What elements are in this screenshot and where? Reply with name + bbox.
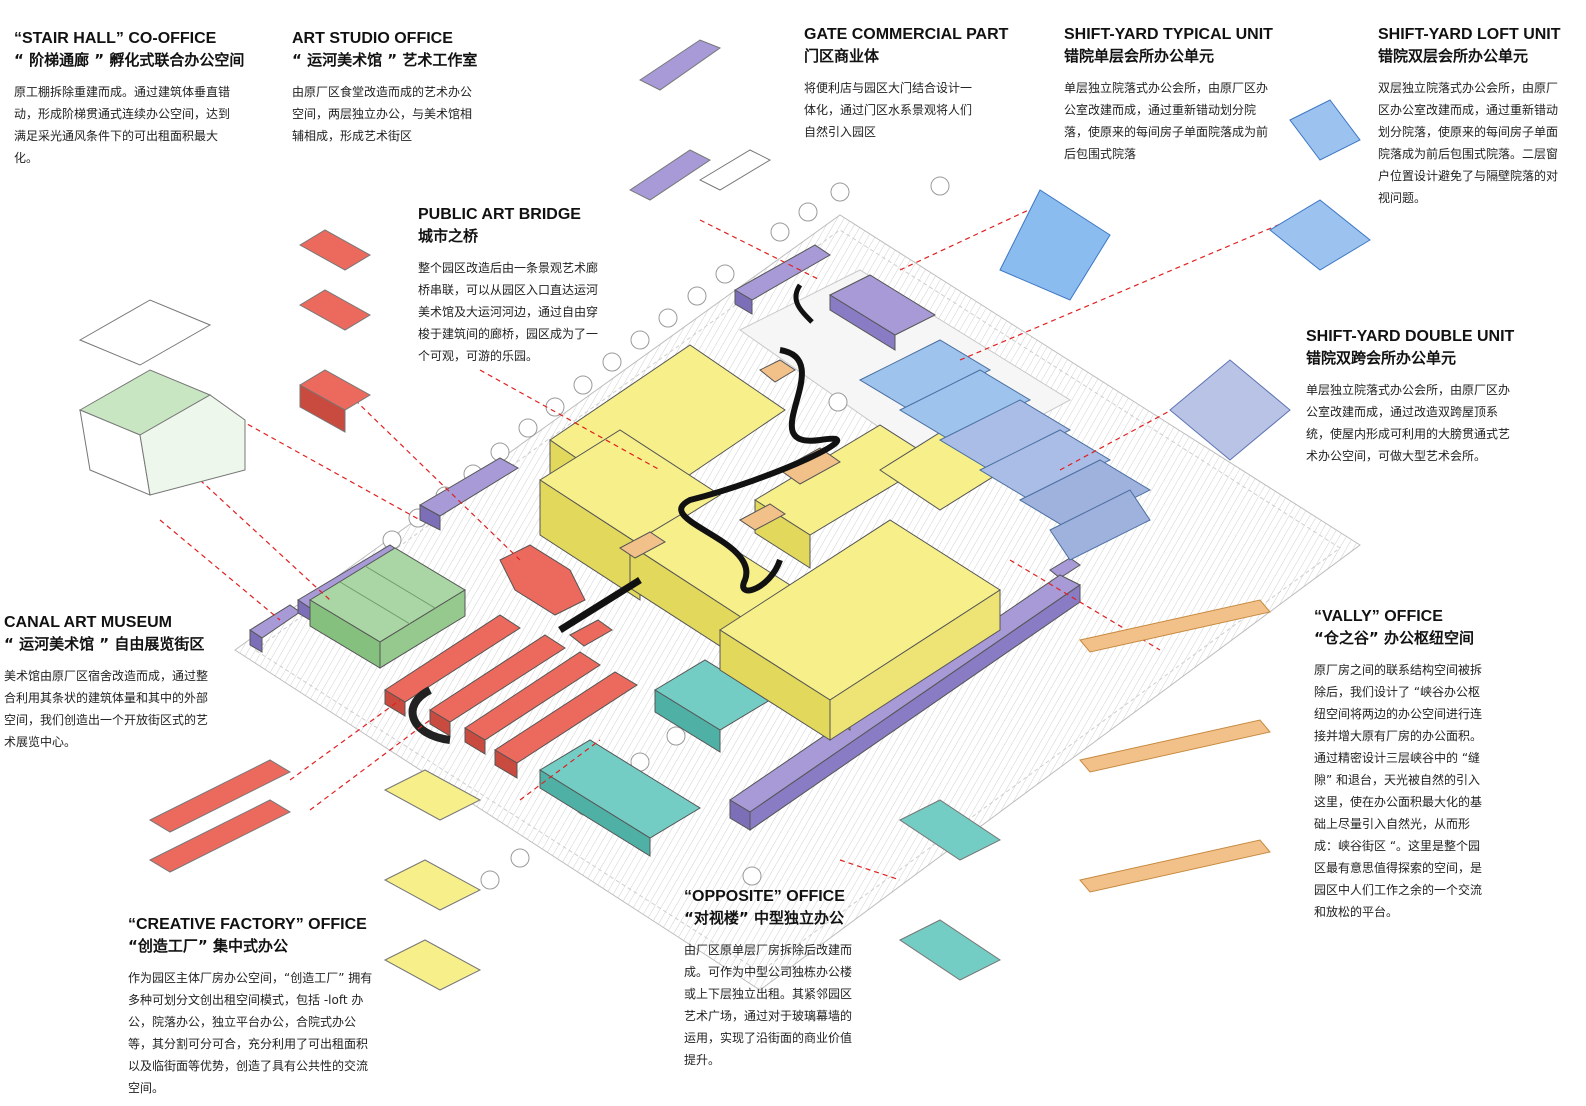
shift-double-desc: 单层独立院落式办公会所，由原厂区办公室改建而成，通过改造双跨屋顶系统，使屋内形成… [1306, 383, 1511, 463]
shift-loft-title-en: SHIFT-YARD LOFT UNIT [1378, 26, 1561, 43]
art-studio-title-en: ART STUDIO OFFICE [292, 30, 453, 47]
label-creative-factory: “CREATIVE FACTORY” OFFICE “创造工厂” 集中式办公 作… [128, 914, 376, 1099]
shift-typical-desc: 单层独立院落式办公会所，由原厂区办公室改建而成，通过重新错动划分院落，使原来的每… [1064, 81, 1269, 161]
art-studio-exploded [299, 229, 371, 433]
stair-hall-exploded [78, 299, 246, 496]
shift-loft-exploded [1269, 99, 1371, 271]
art-studio-desc: 由原厂区食堂改造而成的艺术办公空间，两层独立办公，与美术馆相辅相成，形成艺术街区 [292, 85, 473, 143]
label-stair-hall: “STAIR HALL” CO-OFFICE “ 阶梯通廊 ” 孵化式联合办公空… [14, 28, 245, 169]
public-bridge-desc: 整个园区改造后由一条景观艺术廊桥串联，可以从园区入口直达运河美术馆及大运河河边，… [418, 261, 599, 363]
label-opposite: “OPPOSITE” OFFICE “对视楼” 中型独立办公 由厂区原单层厂房拆… [684, 886, 862, 1071]
gate-exploded [629, 39, 772, 201]
label-vally: “VALLY” OFFICE “仓之谷” 办公枢纽空间 原厂房之间的联系结构空间… [1314, 606, 1488, 923]
creative-factory-title-zh: “创造工厂” 集中式办公 [128, 937, 288, 955]
creative-factory-desc: 作为园区主体厂房办公空间，“创造工厂” 拥有多种可划分文创出租空间模式，包括 -… [128, 971, 373, 1095]
canal-exploded [148, 759, 292, 873]
gate-title-zh: 门区商业体 [804, 47, 880, 65]
canal-museum-title-zh: “ 运河美术馆 ” 自由展览街区 [4, 635, 205, 653]
label-shift-typical: SHIFT-YARD TYPICAL UNIT 错院单层会所办公单元 单层独立院… [1064, 24, 1273, 165]
opposite-exploded [899, 799, 1001, 981]
label-shift-loft: SHIFT-YARD LOFT UNIT 错院双层会所办公单元 双层独立院落式办… [1378, 24, 1568, 209]
shift-double-exploded [1169, 359, 1291, 461]
label-art-studio: ART STUDIO OFFICE “ 运河美术馆 ” 艺术工作室 由原厂区食堂… [292, 28, 482, 147]
opposite-title-en: “OPPOSITE” OFFICE [684, 888, 845, 905]
gate-path [793, 283, 814, 324]
public-bridge-title-en: PUBLIC ART BRIDGE [418, 206, 581, 223]
stair-hall-desc: 原工棚拆除重建而成。通过建筑体垂直错动，形成阶梯贯通式连续办公空间，达到满足采光… [14, 85, 231, 165]
blue-shift-units [858, 339, 1152, 561]
canal-museum-desc: 美术馆由原厂区宿舍改造而成，通过整合利用其条状的建筑体量和其中的外部空间，我们创… [4, 669, 209, 749]
vally-title-en: “VALLY” OFFICE [1314, 608, 1443, 625]
shift-double-title-en: SHIFT-YARD DOUBLE UNIT [1306, 328, 1515, 345]
red-museum-blocks [384, 544, 638, 779]
art-studio-title-zh: “ 运河美术馆 ” 艺术工作室 [292, 51, 478, 69]
shift-loft-desc: 双层独立院落式办公会所，由原厂区办公室改建而成，通过重新错动划分院落，使原来的每… [1378, 81, 1559, 205]
shift-typical-exploded [999, 189, 1111, 301]
gate-desc: 将便利店与园区大门结合设计一体化，通过门区水系景观将人们自然引入园区 [804, 81, 973, 139]
green-museum-block [309, 547, 466, 669]
yellow-factory [539, 344, 1021, 741]
label-public-bridge: PUBLIC ART BRIDGE 城市之桥 整个园区改造后由一条景观艺术廊桥串… [418, 204, 606, 367]
stair-hall-title-zh: “ 阶梯通廊 ” 孵化式联合办公空间 [14, 51, 245, 69]
teal-blocks [539, 659, 771, 857]
leader-lines [159, 199, 1291, 881]
label-canal-museum: CANAL ART MUSEUM “ 运河美术馆 ” 自由展览街区 美术馆由原厂… [4, 612, 214, 753]
vally-exploded [1079, 599, 1271, 893]
creative-factory-title-en: “CREATIVE FACTORY” OFFICE [128, 916, 367, 933]
creative-exploded [383, 769, 482, 991]
opposite-desc: 由厂区原单层厂房拆除后改建而成。可作为中型公司独栋办公楼或上下层独立出租。其紧邻… [684, 943, 853, 1067]
shift-double-title-zh: 错院双跨会所办公单元 [1306, 349, 1457, 367]
vally-desc: 原厂房之间的联系结构空间被拆除后，我们设计了 “峡谷办公枢纽空间将两边的办公空间… [1314, 663, 1483, 919]
opposite-title-zh: “对视楼” 中型独立办公 [684, 909, 844, 927]
canal-museum-title-en: CANAL ART MUSEUM [4, 614, 172, 631]
label-gate: GATE COMMERCIAL PART 门区商业体 将便利店与园区大门结合设计… [804, 24, 1009, 143]
label-shift-double: SHIFT-YARD DOUBLE UNIT 错院双跨会所办公单元 单层独立院落… [1306, 326, 1515, 467]
stair-hall-title-en: “STAIR HALL” CO-OFFICE [14, 30, 217, 47]
art-bridge-path [558, 577, 642, 633]
landscape-path [678, 347, 840, 594]
shift-typical-title-zh: 错院单层会所办公单元 [1064, 47, 1215, 65]
vally-title-zh: “仓之谷” 办公枢纽空间 [1314, 629, 1474, 647]
public-bridge-title-zh: 城市之桥 [418, 227, 479, 245]
gate-title-en: GATE COMMERCIAL PART [804, 26, 1009, 43]
shift-typical-title-en: SHIFT-YARD TYPICAL UNIT [1064, 26, 1273, 43]
shift-loft-title-zh: 错院双层会所办公单元 [1378, 47, 1529, 65]
